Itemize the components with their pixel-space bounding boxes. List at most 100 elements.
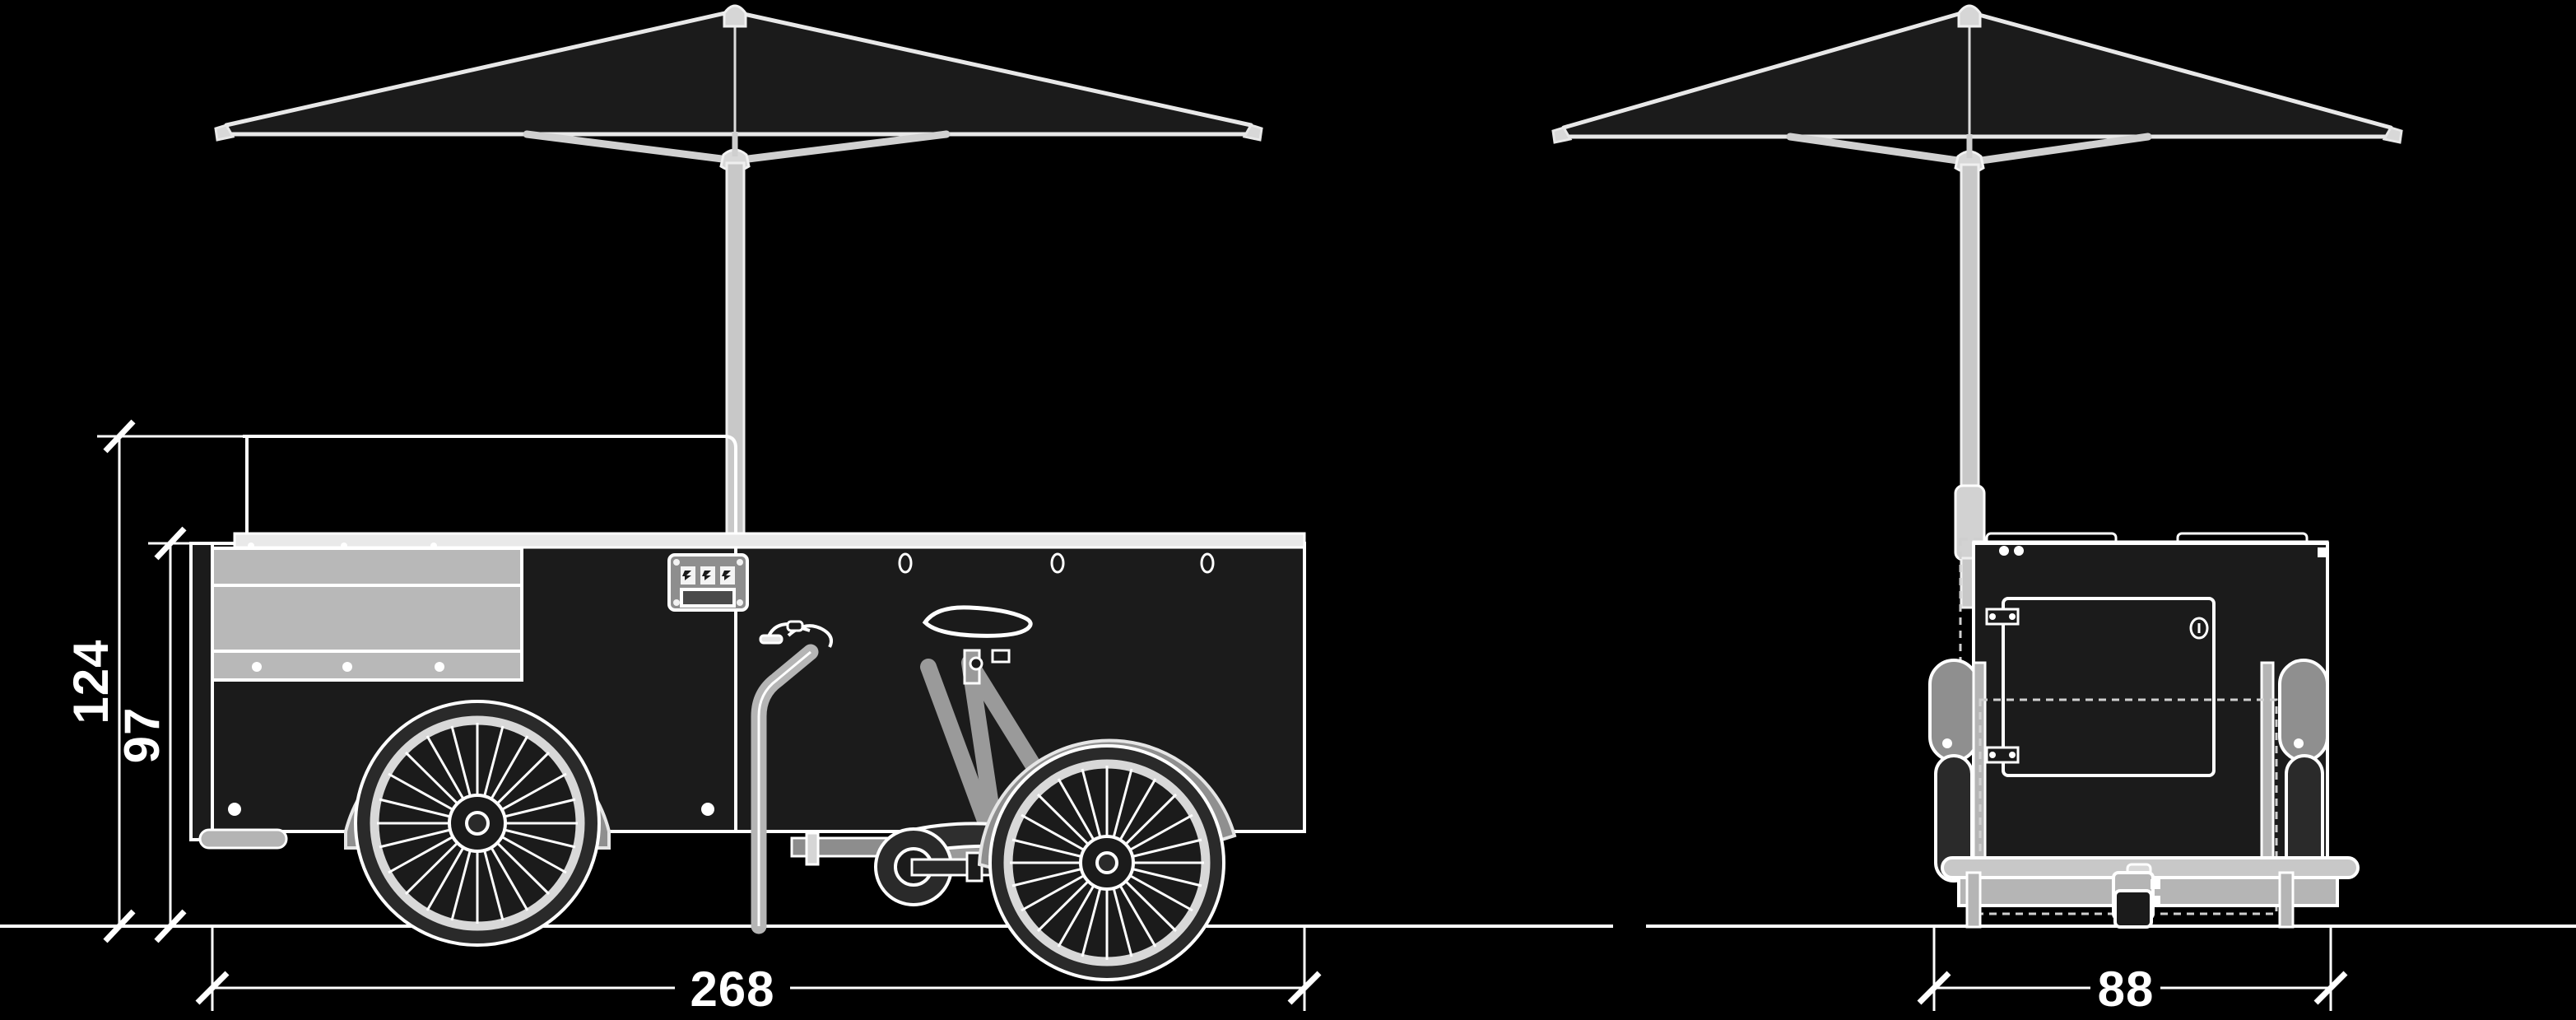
parasol-rib-left xyxy=(523,130,739,165)
dim-tick-97-bottom xyxy=(154,909,187,943)
panel-screw-br xyxy=(737,599,743,606)
saddle xyxy=(922,605,1033,638)
seat-clamp-bolt xyxy=(969,656,983,671)
front-wheel xyxy=(344,700,611,947)
rear-wheel xyxy=(977,738,1237,981)
parasol-canopy xyxy=(224,9,1253,137)
dimension-label-268: 268 xyxy=(690,962,774,1017)
dimension-label-97: 97 xyxy=(114,707,170,764)
parasol-finial-front xyxy=(1957,4,1982,28)
brake-clamp xyxy=(786,620,804,632)
counter-fastener-3 xyxy=(1200,552,1215,574)
hatch-panel-lower xyxy=(211,650,523,682)
wheel-left xyxy=(1934,754,1974,883)
frame-down-tube xyxy=(920,659,996,836)
cargo-box-lid xyxy=(245,435,737,547)
center-wheel xyxy=(2113,889,2153,929)
front-door-panel[interactable] xyxy=(2002,597,2216,777)
saddle-clamp xyxy=(991,649,1011,664)
hinge-top-pin-2 xyxy=(2009,613,2016,620)
hinge-bottom-pin-2 xyxy=(2009,752,2016,758)
hatch-rivet-2 xyxy=(342,662,352,672)
dimension-overall-width: 88 xyxy=(1917,926,2348,1017)
fender-right-rivet xyxy=(2294,738,2304,748)
front-elevation-view: 88 xyxy=(1551,4,2576,1017)
hinge-top-plate xyxy=(1985,608,2020,626)
parasol-rib-right xyxy=(731,130,951,165)
leg-right xyxy=(2278,871,2295,929)
fender-left-rivet xyxy=(1942,738,1952,748)
switch-3-glyph xyxy=(722,571,731,580)
panel-screw-tr xyxy=(737,559,743,566)
brake-lever-arm xyxy=(759,634,783,645)
service-hatch-panel xyxy=(211,543,523,682)
counter-top xyxy=(233,532,1306,549)
parasol-tip-right-front xyxy=(2382,126,2403,144)
parasol-tip-right xyxy=(1242,123,1263,142)
dim-tick-88-left xyxy=(1917,971,1951,1005)
dim-tick-268-left xyxy=(195,971,230,1005)
handlebar xyxy=(759,620,833,648)
fender-left xyxy=(1928,659,1979,883)
bicycle-assembly xyxy=(751,605,1237,981)
parasol-finial xyxy=(723,4,747,28)
dim-tick-88-right xyxy=(2313,971,2348,1005)
dimension-overall-length: 268 xyxy=(195,926,1322,1017)
hinge-top-pin-1 xyxy=(1989,613,1996,620)
hatch-pin-1 xyxy=(248,543,254,549)
dim-tick-97-top xyxy=(154,526,187,561)
control-panel[interactable] xyxy=(667,553,749,612)
parasol-tip-left-front xyxy=(1551,126,1573,144)
dimension-label-88: 88 xyxy=(2098,962,2155,1017)
parasol-tip-left xyxy=(214,123,235,142)
hinge-bottom-plate xyxy=(1985,746,2020,764)
body-rivet-left xyxy=(228,803,241,816)
dimension-counter-height: 97 xyxy=(114,526,212,943)
strut-right xyxy=(2260,661,2275,887)
hatch-panel-upper xyxy=(211,547,523,587)
counter-fastener-2 xyxy=(1050,552,1065,574)
parasol-front xyxy=(1551,4,2403,609)
parasol-rib-left-front xyxy=(1786,133,1974,166)
frame-seat-tube xyxy=(961,654,1002,836)
panel-screw-tl xyxy=(673,559,680,566)
hinge-top xyxy=(1985,608,2020,626)
cargo-box xyxy=(189,435,1306,841)
switch-2-glyph xyxy=(702,571,711,580)
parasol-rib-right-front xyxy=(1965,133,2152,166)
hatch-pin-2 xyxy=(341,543,347,549)
hinge-bottom-pin-1 xyxy=(1989,752,1996,758)
strut-left xyxy=(1972,661,1987,887)
box-pin-1 xyxy=(1999,546,2009,556)
fender-left-shell xyxy=(1928,659,1979,762)
hinge-bottom xyxy=(1985,746,2020,764)
hatch-rivet-3 xyxy=(435,662,444,672)
dimension-overall-height: 124 xyxy=(63,419,247,943)
counter-fastener-1 xyxy=(898,552,913,574)
dim-tick-124-bottom xyxy=(103,909,136,943)
kickstand-foot xyxy=(198,828,288,850)
switch-1-glyph xyxy=(682,571,691,580)
rear-axle xyxy=(1095,851,1118,874)
steering-column-outline xyxy=(757,650,811,926)
parasol-pole-front xyxy=(1960,163,1980,487)
panel-screw-bl xyxy=(673,599,680,606)
linkage-joint xyxy=(805,831,820,866)
box-pin-2 xyxy=(2014,546,2024,556)
hatch-panel-middle xyxy=(211,584,523,653)
hatch-pin-3 xyxy=(430,543,437,549)
body-rivet-right xyxy=(701,803,714,816)
dim-tick-268-right xyxy=(1287,971,1322,1005)
box-corner-fitting xyxy=(2318,547,2327,557)
front-axle xyxy=(465,811,490,836)
leg-left xyxy=(1965,871,1982,929)
hatch-rivet-1 xyxy=(252,662,262,672)
fork-fitting-1 xyxy=(2151,879,2160,889)
fender-right-shell xyxy=(2278,659,2329,762)
control-display xyxy=(680,588,736,608)
center-wheel-assembly xyxy=(2112,863,2160,929)
dim-tick-124-top xyxy=(103,419,136,454)
fender-right xyxy=(2278,659,2329,883)
parasol-canopy-front xyxy=(1561,9,2393,139)
